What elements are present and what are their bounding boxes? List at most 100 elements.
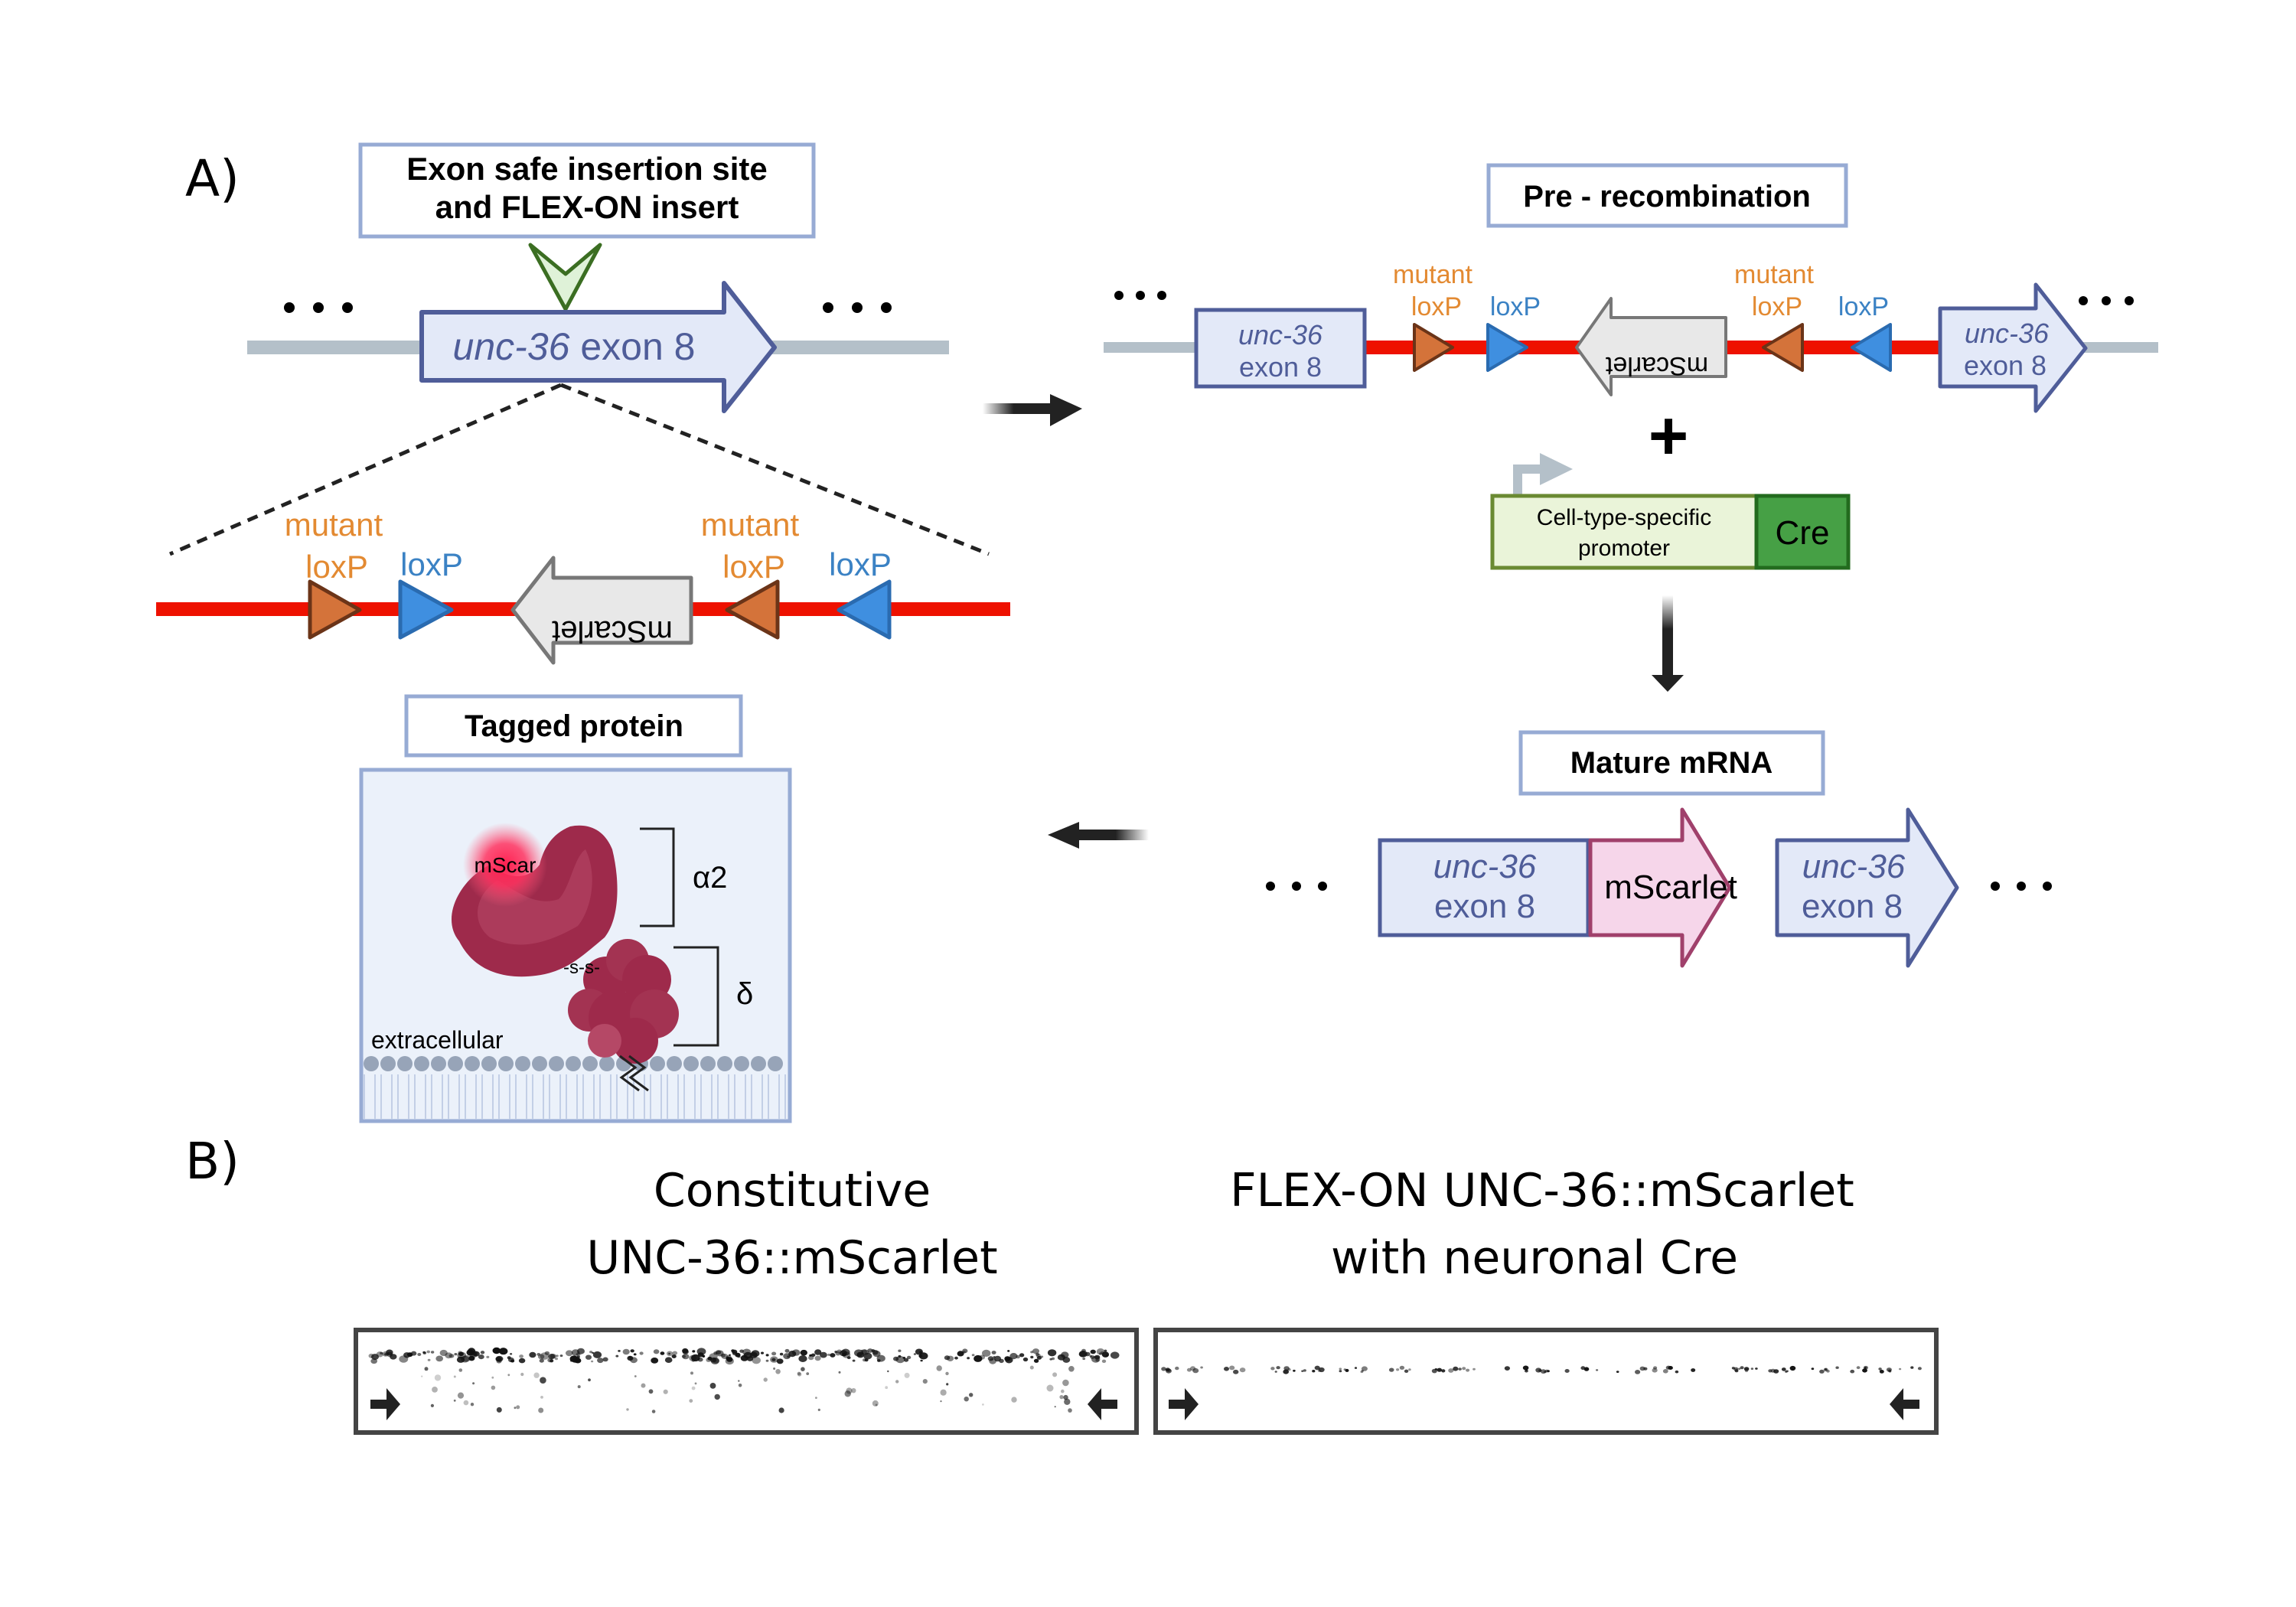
- pre-recombination-title: Pre - recombination: [1523, 180, 1811, 214]
- fluorescent-punctum: [1785, 1370, 1788, 1373]
- fluorescent-punctum: [1473, 1367, 1476, 1371]
- fluorescent-punctum: [639, 1351, 644, 1355]
- mrna-left-exon-gene: unc-36: [1433, 848, 1537, 885]
- fluorescent-punctum: [957, 1351, 964, 1357]
- fluorescent-punctum: [1098, 1352, 1102, 1355]
- fluorescent-punctum: [470, 1403, 475, 1407]
- tagged-protein-title: Tagged protein: [465, 709, 683, 743]
- fluorescent-punctum: [1022, 1357, 1029, 1362]
- alpha2-label: α2: [693, 861, 727, 895]
- fluorescent-punctum: [602, 1357, 608, 1362]
- fluorescent-punctum: [672, 1351, 678, 1355]
- fluorescent-punctum: [518, 1358, 526, 1364]
- fluorescent-punctum: [529, 1351, 536, 1358]
- fluorescent-punctum: [1078, 1351, 1087, 1358]
- fluorescent-punctum: [692, 1350, 696, 1353]
- fluorescent-punctum: [944, 1355, 951, 1361]
- fluorescent-punctum: [1543, 1371, 1547, 1374]
- fluorescent-punctum: [993, 1356, 996, 1358]
- fluorescent-punctum: [548, 1354, 556, 1360]
- fluorescent-punctum: [508, 1357, 514, 1363]
- fluorescent-punctum: [945, 1371, 949, 1376]
- fluorescent-punctum: [458, 1351, 463, 1354]
- fluorescent-punctum: [709, 1353, 718, 1361]
- membrane-lipid-head: [515, 1056, 530, 1071]
- delta-label: δ: [736, 977, 753, 1011]
- fluorescent-punctum: [1301, 1370, 1304, 1372]
- fluorescent-punctum: [800, 1349, 808, 1356]
- mrna-mscarlet-label: mScarlet: [1604, 869, 1737, 906]
- gpi-anchor-zigzag-icon: [619, 1054, 649, 1092]
- mrna-right-exon-arrow: unc-36 exon 8: [1775, 807, 1959, 968]
- fluorescent-punctum: [1061, 1389, 1065, 1393]
- loxp-label-2: loxP: [829, 546, 892, 582]
- membrane-lipid-head: [397, 1056, 413, 1071]
- mscarlet-reversed-label: mScarlet: [552, 614, 673, 648]
- fluorescent-punctum: [486, 1355, 490, 1358]
- fluorescent-punctum: [797, 1372, 802, 1377]
- fluorescent-punctum: [867, 1348, 873, 1353]
- fluorescent-punctum: [1339, 1367, 1342, 1371]
- pre-right-exon-label: exon 8: [1964, 350, 2047, 381]
- pre-mscarlet-reversed-label: mScarlet: [1605, 351, 1708, 380]
- delta-subunit-shape: [568, 939, 679, 1064]
- fluorescent-punctum: [778, 1407, 784, 1413]
- fluorescent-punctum: [893, 1356, 899, 1361]
- flexon-puncta: [1161, 1365, 1922, 1374]
- fluorescent-punctum: [706, 1358, 712, 1362]
- fluorescent-punctum: [851, 1388, 856, 1393]
- fluorescent-punctum: [569, 1360, 572, 1362]
- fluorescent-punctum: [1731, 1367, 1735, 1370]
- fluorescent-punctum: [1161, 1367, 1166, 1371]
- fluorescent-punctum: [761, 1351, 764, 1354]
- fluorescent-punctum: [962, 1348, 968, 1354]
- fluorescent-punctum: [1888, 1370, 1892, 1373]
- fluorescent-punctum: [1639, 1366, 1645, 1371]
- fluorescent-punctum: [1343, 1368, 1347, 1371]
- membrane-lipid-head: [465, 1056, 480, 1071]
- pre-loxp-mutant-label-2: loxP: [1752, 292, 1802, 321]
- fluorescent-punctum: [765, 1354, 769, 1357]
- fluorescent-punctum: [689, 1399, 693, 1403]
- fluorescent-punctum: [1192, 1367, 1199, 1374]
- fluorescent-punctum: [1062, 1379, 1069, 1387]
- fluorescent-punctum: [458, 1351, 464, 1357]
- fluorescent-punctum: [1675, 1370, 1679, 1374]
- insertion-box-line2: and FLEX-ON insert: [435, 189, 739, 225]
- fluorescent-punctum: [1396, 1368, 1400, 1371]
- fluorescent-punctum: [1052, 1372, 1058, 1377]
- membrane-lipid-heads: [364, 1056, 783, 1071]
- fluorescent-punctum: [714, 1393, 720, 1400]
- fluorescent-punctum: [834, 1351, 837, 1354]
- fluorescent-punctum: [969, 1393, 974, 1397]
- fluorescent-punctum: [797, 1371, 801, 1376]
- fluorescent-punctum: [738, 1380, 740, 1382]
- fluorescent-punctum: [633, 1353, 637, 1356]
- fluorescent-punctum: [999, 1358, 1004, 1364]
- fluorescent-punctum: [775, 1369, 781, 1374]
- promoter-label-line2: promoter: [1578, 536, 1670, 561]
- fluorescent-punctum: [1755, 1367, 1758, 1370]
- fluorescent-punctum: [1665, 1365, 1671, 1370]
- fluorescent-punctum: [1274, 1371, 1277, 1373]
- pre-recombination-ellipsis-left: [1114, 291, 1166, 300]
- membrane-lipid-tails: [364, 1071, 788, 1119]
- fluorescent-punctum: [1856, 1366, 1861, 1370]
- fluorescent-punctum: [691, 1386, 696, 1390]
- fluorescent-punctum: [660, 1351, 665, 1355]
- loxp-forward-icon: [398, 579, 454, 640]
- membrane-lipid-head: [683, 1056, 699, 1071]
- disulfide-bond-label: -s-s-: [563, 957, 600, 978]
- mrna-ellipsis-right: [1991, 882, 2052, 891]
- fluorescent-punctum: [1064, 1398, 1071, 1406]
- fluorescent-punctum: [1522, 1365, 1529, 1371]
- fluorescent-punctum: [1068, 1408, 1072, 1413]
- fluorescent-punctum: [1019, 1353, 1025, 1358]
- transcription-start-arrow-icon: [1513, 464, 1550, 497]
- fluorescent-punctum: [480, 1351, 485, 1354]
- fluorescent-punctum: [1035, 1354, 1041, 1358]
- loxp-reverse-icon: [837, 579, 892, 640]
- fluorescent-punctum: [448, 1354, 455, 1358]
- fluorescent-punctum: [454, 1353, 458, 1356]
- fluorescent-punctum: [974, 1354, 983, 1362]
